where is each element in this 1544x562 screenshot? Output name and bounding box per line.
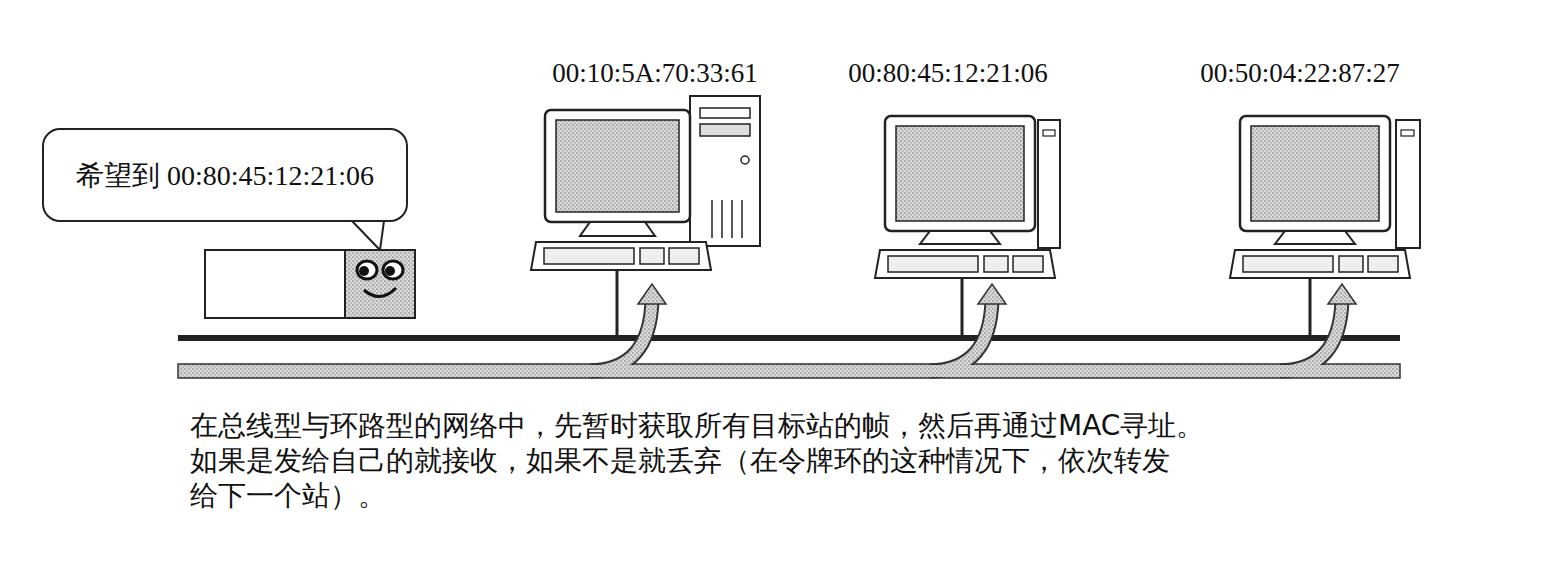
- speech-bubble: 希望到 00:80:45:12:21:06: [42, 128, 408, 222]
- mac-address: 00:50:04:22:87:27: [1200, 58, 1400, 89]
- frame-character: [205, 250, 415, 318]
- caption-text: 在总线型与环路型的网络中，先暂时获取所有目标站的帧，然后再通过MAC寻址。 如果…: [190, 408, 1290, 513]
- mac-address: 00:80:45:12:21:06: [848, 58, 1048, 89]
- bubble-text: 希望到 00:80:45:12:21:06: [65, 157, 385, 194]
- signal-flow: [178, 284, 1400, 378]
- computer: [531, 96, 760, 336]
- computer: [1230, 116, 1420, 336]
- bubble-tail: [352, 220, 384, 250]
- bubble-tail-outline: [352, 221, 384, 250]
- bus-line: [178, 335, 1400, 341]
- computer: [875, 116, 1060, 336]
- mac-address: 00:10:5A:70:33:61: [552, 58, 758, 89]
